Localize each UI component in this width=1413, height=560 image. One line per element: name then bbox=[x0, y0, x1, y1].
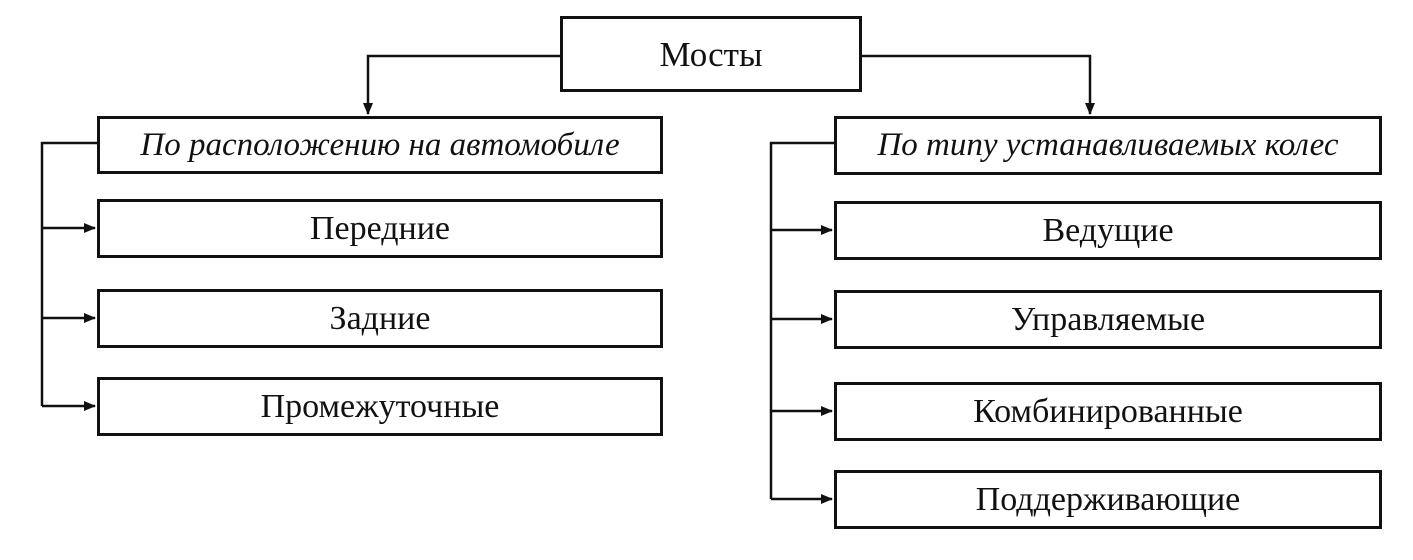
right-item-label: Комбинированные bbox=[973, 392, 1243, 430]
right-item-driving: Ведущие bbox=[834, 201, 1382, 260]
left-item-front: Передние bbox=[97, 199, 663, 258]
connector-right-bracket bbox=[769, 141, 834, 499]
right-item-steered: Управляемые bbox=[834, 290, 1382, 349]
left-category-label: По расположению на автомобиле bbox=[140, 126, 620, 163]
root-node-bridges: Мосты bbox=[560, 16, 862, 92]
right-item-label: Поддерживающие bbox=[975, 480, 1241, 518]
connector-root-right bbox=[862, 54, 1095, 115]
left-item-label: Передние bbox=[309, 209, 451, 247]
left-category-header: По расположению на автомобиле bbox=[97, 116, 663, 174]
left-item-label: Промежуточные bbox=[260, 387, 500, 425]
right-item-label: Управляемые bbox=[1010, 300, 1206, 338]
right-category-header: По типу устанавливаемых колес bbox=[834, 116, 1382, 175]
left-item-label: Задние bbox=[329, 299, 431, 337]
right-item-supporting: Поддерживающие bbox=[834, 470, 1382, 529]
right-item-combined: Комбинированные bbox=[834, 382, 1382, 441]
root-node-label: Мосты bbox=[659, 34, 763, 74]
left-item-intermediate: Промежуточные bbox=[97, 377, 663, 436]
connector-root-left bbox=[363, 54, 560, 115]
left-item-rear: Задние bbox=[97, 289, 663, 348]
right-item-label: Ведущие bbox=[1042, 211, 1174, 249]
right-category-label: По типу устанавливаемых колес bbox=[877, 127, 1339, 163]
connector-left-bracket bbox=[40, 141, 97, 406]
